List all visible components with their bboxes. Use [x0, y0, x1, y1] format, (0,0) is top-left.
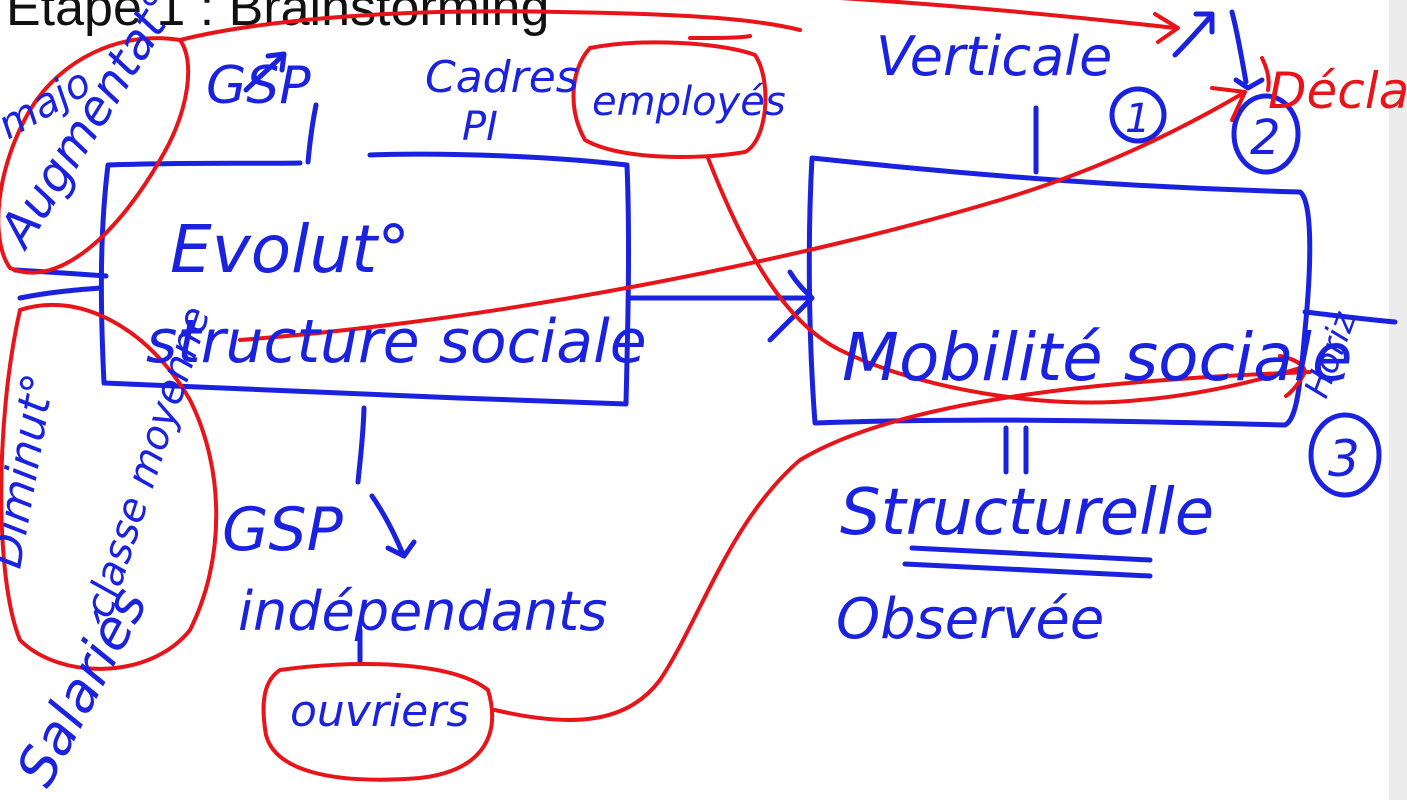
- label-mobilite-sociale: Mobilité sociale: [842, 319, 1352, 396]
- arrow-gsp-up: [243, 51, 287, 93]
- red-curve-ouvriers-horiz: [493, 370, 1312, 722]
- label-structurelle: Structurelle: [840, 476, 1214, 550]
- circle-ouvriers: [261, 662, 495, 782]
- label-cadres: Cadres: [425, 52, 579, 103]
- label-structure-sociale: structure sociale: [146, 307, 647, 377]
- connector-gsp-evolution: [305, 102, 319, 165]
- circle-augmentation: [0, 36, 191, 275]
- label-declas: Déclas: [1268, 62, 1407, 120]
- red-arrow-verticale: [839, 0, 1180, 44]
- label-gsp-top: GSP: [206, 56, 311, 116]
- arrow-verticale-down: [1229, 9, 1265, 91]
- red-arrow-structure-declas: [238, 86, 1247, 342]
- circle-3: [1308, 412, 1382, 498]
- label-employes: employés: [592, 79, 786, 125]
- red-link-top: [178, 9, 802, 42]
- arrow-evolution-to-mobility: [627, 269, 815, 343]
- label-circle-3: 3: [1328, 430, 1360, 488]
- circle-employes: [571, 40, 768, 159]
- label-circle-2: 2: [1250, 110, 1281, 166]
- label-diminution: Diminut°: [0, 370, 65, 572]
- window-edge: [1389, 0, 1407, 800]
- label-observee: Observée: [836, 587, 1104, 652]
- arrow-gsp-down: [369, 493, 417, 559]
- circle-1: [1109, 86, 1167, 144]
- circle-diminution: [0, 302, 219, 671]
- label-independants: indépendants: [238, 580, 607, 643]
- mobility-box: [806, 155, 1313, 428]
- circle-2: [1231, 93, 1301, 175]
- evolution-box: [98, 151, 632, 407]
- underline-structurelle: [902, 545, 1153, 579]
- slide-title: Etape 1 : Brainstorming: [6, 0, 550, 37]
- connector-left-lower: [17, 285, 103, 301]
- arrow-verticale-up: [1172, 11, 1215, 58]
- red-declas-underline: [1260, 56, 1271, 92]
- label-verticale: Verticale: [876, 25, 1112, 88]
- label-ouvriers: ouvriers: [290, 686, 469, 737]
- red-curve-employes-mobility: [706, 156, 1302, 405]
- connector-mobility-structurelle: [1003, 425, 1029, 475]
- label-circle-1: 1: [1125, 96, 1150, 142]
- label-gsp-bottom: GSP: [222, 495, 344, 565]
- label-evolution: Evolut°: [170, 211, 410, 288]
- connector-mobility-horiz: [1302, 309, 1398, 325]
- label-pi: PI: [462, 104, 498, 150]
- connector-evolution-gsp-bottom: [355, 405, 367, 485]
